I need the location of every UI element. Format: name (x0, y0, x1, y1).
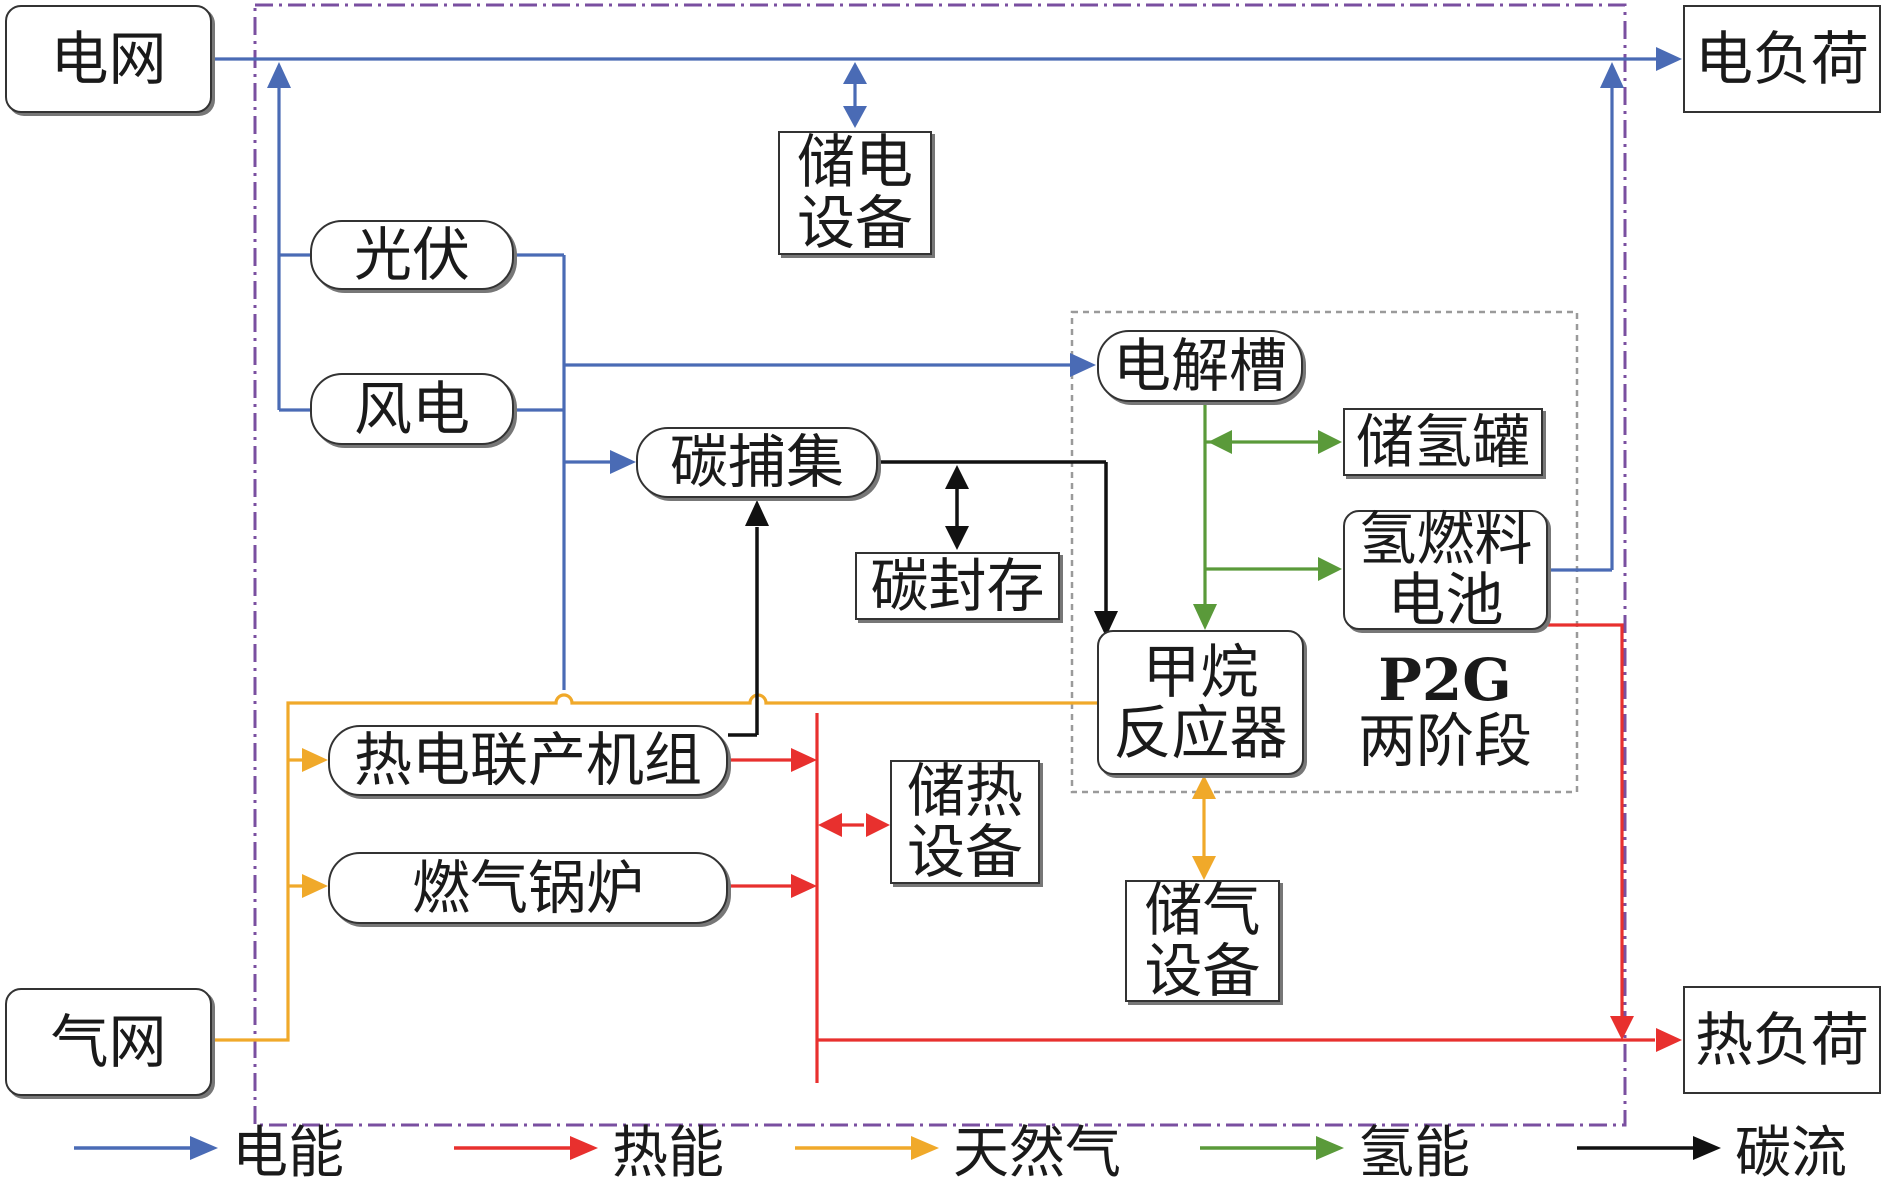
legend-electric: 电能 (72, 1118, 344, 1186)
gas-boiler-label: 燃气锅炉 (411, 853, 644, 922)
legend-heat-label: 热能 (612, 1120, 724, 1186)
fuel-cell-line-2: 电池 (1387, 566, 1504, 634)
gas-arrowheads (302, 748, 1216, 898)
p2g-stage-label: P2G 两阶段 (1330, 648, 1560, 774)
carbon-storage-node: 碳封存 (855, 552, 1060, 620)
carbon-arrowheads (745, 465, 1118, 637)
methane-reactor-node: 甲烷 反应器 (1097, 630, 1304, 775)
gas-storage-line-1: 储气 (1144, 876, 1261, 945)
legend-heat: 热能 (452, 1118, 724, 1186)
legend-heat-arrow-icon (454, 1136, 598, 1160)
fuel-cell-node: 氢燃料 电池 (1343, 505, 1548, 634)
pv-node: 光伏 (310, 220, 514, 290)
electric-load-label: 电负荷 (1694, 24, 1869, 93)
hydrogen-flows (1203, 402, 1320, 605)
heat-storage-node: 储热 设备 (890, 760, 1040, 884)
legend-gas-arrow-icon (795, 1136, 939, 1160)
legend-carbon-label: 碳流 (1735, 1120, 1847, 1186)
heat-load-label: 热负荷 (1694, 1005, 1869, 1074)
legend-carbon-arrow-icon (1577, 1136, 1721, 1160)
carbon-capture-node: 碳捕集 (636, 427, 878, 498)
legend-hydrogen-arrow-icon (1200, 1136, 1344, 1160)
hydrogen-arrowheads (1193, 430, 1342, 630)
grid-power-node: 电网 (5, 5, 212, 113)
heat-arrowheads (791, 748, 1682, 1052)
carbon-storage-label: 碳封存 (870, 551, 1045, 620)
chp-label: 热电联产机组 (353, 726, 702, 795)
electric-storage-node: 储电 设备 (778, 131, 932, 255)
electric-storage-line-1: 储电 (796, 128, 913, 197)
heat-storage-line-2: 设备 (906, 818, 1023, 886)
legend-hydrogen-label: 氢能 (1358, 1120, 1470, 1186)
hydrogen-tank-label: 储氢罐 (1355, 407, 1530, 476)
grid-power-label: 电网 (50, 24, 167, 93)
electrolyzer-label: 电解槽 (1112, 331, 1287, 400)
electric-storage-line-2: 设备 (796, 189, 913, 257)
p2g-label-line-1: P2G (1378, 646, 1512, 715)
carbon-capture-label: 碳捕集 (669, 428, 844, 497)
legend-electric-arrow-icon (74, 1136, 218, 1160)
system-boundary (253, 3, 1627, 1127)
chp-node: 热电联产机组 (328, 725, 728, 796)
pv-label: 光伏 (353, 220, 470, 289)
heat-load-node: 热负荷 (1683, 986, 1881, 1094)
gas-boiler-node: 燃气锅炉 (328, 852, 728, 924)
heat-flows (728, 623, 1655, 1083)
electric-flows (212, 57, 1658, 690)
wind-label: 风电 (353, 374, 470, 443)
methane-reactor-line-2: 反应器 (1113, 698, 1288, 767)
wind-node: 风电 (310, 373, 514, 445)
legend-gas: 天然气 (793, 1118, 1121, 1186)
grid-gas-node: 气网 (5, 988, 212, 1096)
legend-gas-label: 天然气 (953, 1120, 1121, 1186)
hydrogen-tank-node: 储氢罐 (1343, 408, 1543, 476)
fuel-cell-line-1: 氢燃料 (1358, 505, 1533, 574)
carbon-flows (728, 460, 1108, 737)
electrolyzer-node: 电解槽 (1097, 330, 1303, 402)
gas-storage-line-2: 设备 (1144, 937, 1261, 1005)
legend-carbon: 碳流 (1575, 1118, 1847, 1186)
heat-storage-line-1: 储热 (906, 757, 1023, 826)
electric-arrowheads (267, 47, 1682, 474)
electric-load-node: 电负荷 (1683, 5, 1881, 113)
p2g-label-line-2: 两阶段 (1357, 707, 1532, 775)
legend-hydrogen: 氢能 (1198, 1118, 1470, 1186)
methane-reactor-line-1: 甲烷 (1142, 637, 1259, 706)
grid-gas-label: 气网 (50, 1007, 167, 1076)
p2g-boundary (1070, 310, 1579, 794)
legend-electric-label: 电能 (232, 1120, 344, 1186)
gas-flows (212, 693, 1206, 1042)
gas-storage-node: 储气 设备 (1125, 880, 1280, 1002)
